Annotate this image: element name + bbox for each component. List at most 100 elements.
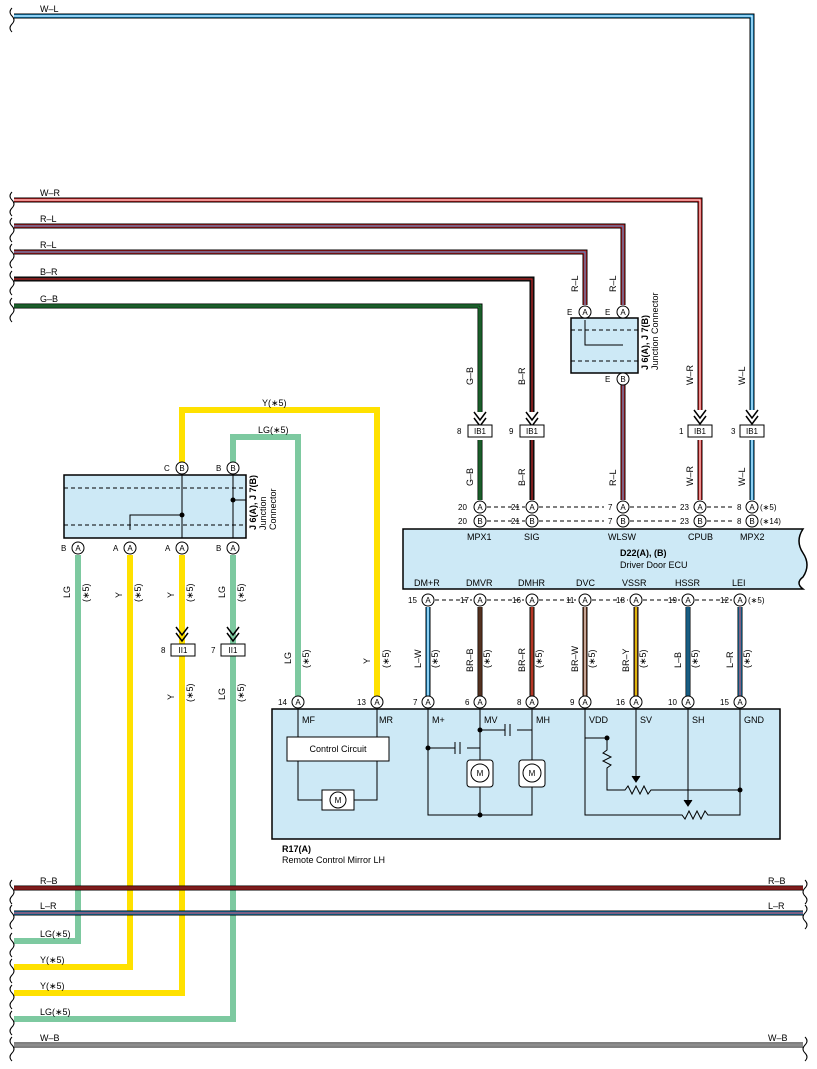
svg-text:A: A <box>529 596 535 605</box>
wire-y-top <box>179 407 380 696</box>
svg-text:23: 23 <box>680 503 689 512</box>
svg-text:A: A <box>127 544 133 553</box>
svg-text:14: 14 <box>278 698 287 707</box>
wire-labels: W–L W–R R–L R–L B–R G–B R–B R–B L–R L–R … <box>40 4 788 1043</box>
svg-text:20: 20 <box>458 503 467 512</box>
svg-text:R–B: R–B <box>768 876 786 886</box>
svg-text:A: A <box>179 544 185 553</box>
svg-text:LG: LG <box>217 586 227 598</box>
svg-text:GND: GND <box>744 715 765 725</box>
svg-text:M: M <box>529 769 536 778</box>
svg-text:15: 15 <box>720 698 729 707</box>
vertical-labels-middle: G–B B–R R–L W–R W–L <box>465 466 747 487</box>
svg-text:HSSR: HSSR <box>675 578 701 588</box>
svg-text:(∗5): (∗5) <box>690 649 700 668</box>
svg-text:E: E <box>605 375 610 384</box>
svg-text:A: A <box>165 544 171 553</box>
svg-text:MPX1: MPX1 <box>467 532 492 542</box>
svg-text:L–W: L–W <box>413 649 423 668</box>
svg-text:A: A <box>230 544 236 553</box>
svg-text:II1: II1 <box>229 646 238 655</box>
svg-text:R–B: R–B <box>40 876 58 886</box>
svg-text:R–L: R–L <box>608 275 618 292</box>
svg-text:A: A <box>582 308 588 317</box>
svg-text:B: B <box>529 517 534 526</box>
svg-text:(∗5): (∗5) <box>534 649 544 668</box>
svg-text:IB1: IB1 <box>526 427 539 436</box>
vertical-labels-upper: G–B B–R R–L R–L W–R W–L <box>465 275 747 385</box>
svg-text:E: E <box>605 308 610 317</box>
svg-text:9: 9 <box>509 427 514 436</box>
ib1-pin-8: IB1 8 <box>457 411 493 438</box>
svg-text:Y: Y <box>166 694 176 700</box>
svg-text:B: B <box>61 544 66 553</box>
svg-text:A: A <box>477 503 483 512</box>
svg-text:A: A <box>425 596 431 605</box>
svg-text:L–B: L–B <box>673 652 683 668</box>
svg-text:A: A <box>295 698 301 707</box>
ib1-pin-3: IB1 3 <box>731 409 765 438</box>
svg-text:16: 16 <box>512 596 521 605</box>
svg-text:SH: SH <box>692 715 705 725</box>
svg-text:(∗5): (∗5) <box>760 503 777 512</box>
ecu-mirror-wires <box>425 607 743 696</box>
svg-text:LG(∗5): LG(∗5) <box>258 425 289 435</box>
svg-text:B: B <box>216 544 221 553</box>
svg-text:Junction Connector: Junction Connector <box>650 292 660 370</box>
svg-text:Y: Y <box>166 592 176 598</box>
svg-text:(∗5): (∗5) <box>236 683 246 702</box>
svg-text:W–L: W–L <box>737 366 747 385</box>
svg-text:8: 8 <box>737 503 742 512</box>
ib1-connectors: IB1 8 IB1 9 IB1 1 IB1 3 <box>457 409 765 438</box>
svg-text:II1: II1 <box>179 646 188 655</box>
svg-text:L–R: L–R <box>40 901 57 911</box>
svg-text:L–R: L–R <box>768 901 785 911</box>
svg-text:LG(∗5): LG(∗5) <box>40 929 71 939</box>
svg-text:LG: LG <box>62 586 72 598</box>
svg-text:Y: Y <box>114 592 124 598</box>
svg-text:(∗5): (∗5) <box>638 649 648 668</box>
svg-text:16: 16 <box>616 698 625 707</box>
svg-text:BR–Y: BR–Y <box>621 648 631 672</box>
ecu-bottom-pins: A 15 A 17 A 16 A 11 A 18 A 19 A 12 (∗5) <box>408 593 765 607</box>
svg-text:7: 7 <box>608 517 613 526</box>
wire-b-r <box>14 276 535 412</box>
svg-text:Remote Control Mirror LH: Remote Control Mirror LH <box>282 855 385 865</box>
svg-text:A: A <box>477 596 483 605</box>
svg-text:IB1: IB1 <box>746 427 759 436</box>
left-junction-labels: LG (∗5) Y (∗5) Y (∗5) LG (∗5) Y (∗5) LG … <box>62 583 391 702</box>
junction-connector-left: J 6(A), J 7(B) Junction Connector B C B … <box>61 461 278 555</box>
svg-text:19: 19 <box>668 596 677 605</box>
svg-text:(∗5): (∗5) <box>742 649 752 668</box>
svg-text:LG: LG <box>217 688 227 700</box>
svg-text:10: 10 <box>668 698 677 707</box>
svg-text:E: E <box>567 308 572 317</box>
svg-text:Y(∗5): Y(∗5) <box>262 398 287 408</box>
svg-text:(∗5): (∗5) <box>587 649 597 668</box>
wire-lg-left-1 <box>14 555 81 944</box>
svg-text:A: A <box>582 698 588 707</box>
svg-text:A: A <box>685 698 691 707</box>
svg-text:12: 12 <box>720 596 729 605</box>
svg-text:8: 8 <box>517 698 522 707</box>
svg-text:A: A <box>477 698 483 707</box>
svg-text:R–L: R–L <box>608 469 618 486</box>
svg-text:Junction: Junction <box>258 496 268 530</box>
svg-text:7: 7 <box>413 698 418 707</box>
svg-text:20: 20 <box>458 517 467 526</box>
svg-text:A: A <box>685 596 691 605</box>
svg-text:B: B <box>620 517 625 526</box>
svg-text:L–R: L–R <box>725 651 735 668</box>
svg-text:R–L: R–L <box>570 275 580 292</box>
svg-text:B: B <box>477 517 482 526</box>
ib1-pin-1: IB1 1 <box>679 409 713 438</box>
svg-text:A: A <box>620 503 626 512</box>
wires <box>14 13 803 1048</box>
svg-text:BR–R: BR–R <box>517 647 527 672</box>
svg-text:A: A <box>737 596 743 605</box>
svg-text:B: B <box>179 464 184 473</box>
svg-text:Driver Door ECU: Driver Door ECU <box>620 560 688 570</box>
svg-text:MF: MF <box>302 715 315 725</box>
